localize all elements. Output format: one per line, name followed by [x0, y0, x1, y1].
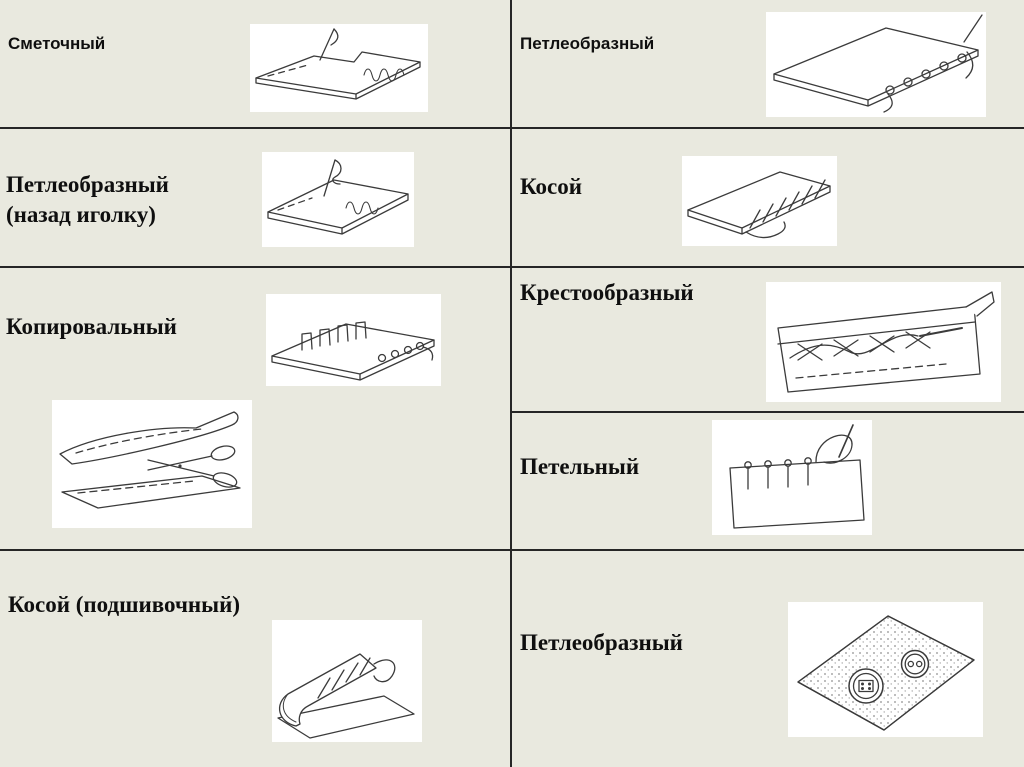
slant-overcast-illustration — [682, 156, 837, 246]
tailor-tacks-illustration — [266, 294, 441, 386]
buttonhole-illustration — [712, 420, 872, 535]
button-sewing-illustration — [788, 602, 983, 737]
slant-overcast-icon — [687, 171, 831, 239]
label-button-sewing: Петлеобразный — [520, 630, 683, 655]
row-divider-4 — [0, 549, 1024, 551]
basting-stitch-illustration — [250, 24, 428, 112]
loop-overcast-illustration — [766, 12, 986, 117]
label-slant-hemming: Косой (подшивочный) — [8, 592, 241, 617]
label-tailor-tacks: Копировальный — [6, 314, 177, 339]
label-buttonhole: Петельный — [520, 454, 640, 479]
cross-stitch-illustration — [766, 282, 1001, 402]
row-divider-1 — [0, 127, 1024, 129]
tailor-tacks-icon — [271, 321, 435, 381]
scissors-icon — [59, 411, 241, 509]
label-slant-overcast: Косой — [520, 174, 582, 199]
fabric-layers-scissors-illustration — [52, 400, 252, 528]
label-back-loop-stitch: Петлеобразный (назад иголку) — [6, 172, 169, 227]
button-sewing-icon — [797, 615, 975, 731]
cross-stitch-icon — [777, 291, 995, 393]
back-loop-stitch-illustration — [262, 152, 414, 247]
loop-overcast-icon — [773, 14, 983, 113]
row-divider-3-right — [510, 411, 1024, 413]
label-basting-stitch: Сметочный — [8, 34, 106, 53]
vertical-divider — [510, 0, 512, 767]
label-loop-overcast: Петлеобразный — [520, 34, 655, 53]
slant-hemming-illustration — [272, 620, 422, 742]
basting-stitch-icon — [255, 28, 421, 100]
back-loop-stitch-icon — [267, 159, 409, 235]
row-divider-2 — [0, 266, 1024, 268]
label-cross-stitch: Крестообразный — [520, 280, 694, 305]
buttonhole-icon — [729, 424, 865, 529]
slant-hemming-icon — [277, 653, 415, 739]
